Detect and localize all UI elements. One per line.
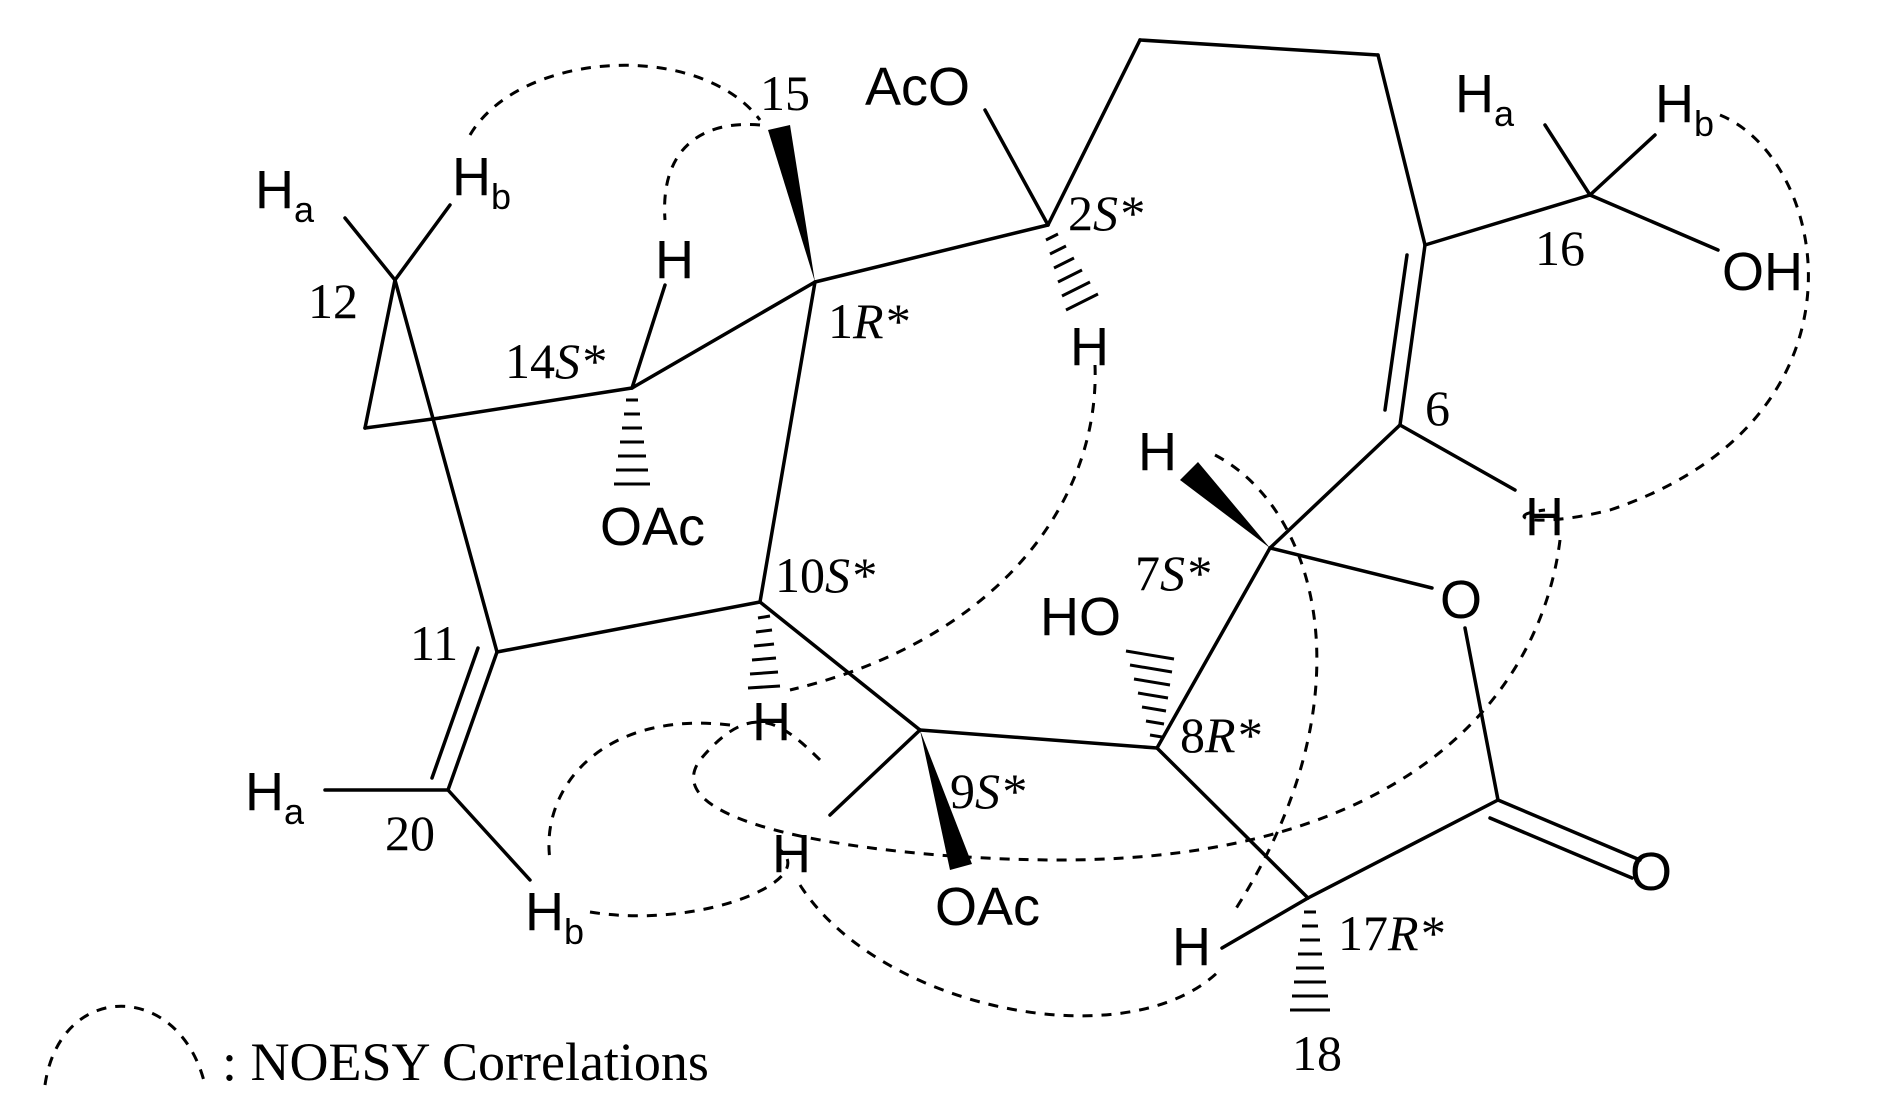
hash-c8-ho	[1125, 649, 1175, 739]
bond-c17-c8	[1155, 746, 1310, 900]
bond-c16-ha	[1543, 123, 1592, 197]
bond-c2-o	[983, 108, 1050, 227]
label-c20: 20	[385, 805, 435, 861]
bond-c3-c4	[1138, 38, 1380, 57]
label-aco-top: AcO	[865, 57, 970, 117]
label-h20b: Hb	[525, 882, 584, 952]
bond-c16-oh	[1588, 193, 1720, 252]
bond-c9-h	[828, 728, 922, 817]
label-o-carbonyl: O	[1630, 842, 1672, 902]
label-c2: 2S*	[1068, 185, 1143, 241]
noe-h2-h10	[789, 364, 1097, 692]
bond-c7-o	[1268, 546, 1434, 590]
label-o-ring: O	[1440, 570, 1482, 630]
bond-c5-c6-double	[1383, 253, 1409, 412]
label-c11: 11	[410, 615, 458, 671]
bond-c20-hb	[446, 788, 532, 882]
label-h10: H	[752, 692, 791, 752]
label-c10: 10S*	[775, 547, 875, 603]
hash-c2-h	[1045, 232, 1099, 312]
wedge-c9-oac	[920, 730, 972, 870]
bond-c17-h	[1220, 896, 1310, 950]
bond-c6-h	[1398, 423, 1517, 492]
label-c6: 6	[1425, 380, 1450, 436]
bond-c14-c1	[630, 280, 817, 390]
label-oac-9: OAc	[935, 877, 1040, 937]
bond-c16-hb	[1588, 133, 1657, 197]
label-c14: 14S*	[505, 333, 605, 389]
bond-c1-c2	[813, 223, 1050, 284]
label-c9: 9S*	[950, 763, 1025, 819]
bond-c12-hb	[393, 203, 452, 282]
hash-c14-oac	[614, 398, 650, 486]
noe-h7-h17	[1214, 453, 1319, 911]
bond-c13-c14	[438, 386, 634, 420]
hash-c10-h	[747, 614, 781, 690]
bond-c11-c20	[446, 650, 499, 792]
hash-c17-c18	[1290, 910, 1330, 1012]
bond-c10-c11	[495, 600, 762, 654]
bond-c7-c8	[1155, 546, 1272, 750]
bond-c19-o-double-b	[1488, 816, 1634, 880]
label-c1: 1R*	[828, 293, 909, 349]
label-h12b: Hb	[452, 147, 511, 217]
label-h16a: Ha	[1455, 64, 1515, 134]
label-c16: 16	[1535, 220, 1585, 276]
wedge-c1-c15	[768, 125, 815, 282]
noe-h12b-h15	[468, 63, 762, 136]
bond-c5-c16	[1423, 193, 1592, 247]
bond-c12-ha	[343, 216, 397, 282]
label-h12a: Ha	[255, 160, 315, 230]
noe-h6-h9	[692, 539, 1562, 862]
label-oac-14: OAc	[600, 497, 705, 557]
label-c18: 18	[1292, 1025, 1342, 1081]
label-c8: 8R*	[1180, 707, 1261, 763]
label-h2: H	[1070, 317, 1109, 377]
wedge-bonds	[768, 125, 1270, 870]
noe-h16b-h6	[1522, 113, 1810, 522]
bond-c10-c1	[758, 280, 817, 604]
bond-c4-c5	[1376, 53, 1427, 247]
atom-labels: AcO 15 Ha Hb 12 H 14S* OAc 1R* 2S* H Ha …	[245, 57, 1803, 1081]
bond-c8-c9	[918, 728, 1159, 750]
noe-h9-h17	[798, 884, 1222, 1018]
label-ho-8: HO	[1040, 587, 1121, 647]
bond-c6-c7	[1268, 423, 1402, 550]
bond-c11-c12	[393, 278, 499, 654]
noe-h10-h20b	[547, 721, 731, 861]
bond-c2-c3	[1046, 38, 1142, 227]
label-c17: 17R*	[1338, 905, 1444, 961]
bond-c14-h	[630, 283, 667, 390]
bond-c11-c20-double	[430, 646, 480, 780]
legend-text: : NOESY Correlations	[222, 1032, 709, 1092]
label-h14: H	[655, 230, 694, 290]
label-h9: H	[772, 824, 811, 884]
label-c7: 7S*	[1135, 545, 1210, 601]
noe-h20b-h9	[589, 848, 790, 918]
label-h16b: Hb	[1655, 74, 1714, 144]
bond-c12-c13	[363, 278, 397, 430]
noe-h15-h14	[663, 122, 761, 221]
legend-arc-icon	[43, 1004, 207, 1086]
bond-c13-c13b	[363, 416, 442, 430]
label-c12: 12	[308, 273, 358, 329]
label-h20a: Ha	[245, 762, 305, 832]
bond-c5-c6	[1398, 243, 1427, 427]
wedge-c7-h	[1180, 462, 1270, 548]
label-oh-16: OH	[1722, 242, 1803, 302]
bond-c19-o-double-a	[1496, 798, 1642, 862]
bond-c9-c10	[758, 600, 922, 732]
label-c15: 15	[760, 65, 810, 121]
hashed-bonds	[614, 232, 1330, 1012]
noesy-correlations	[43, 63, 1810, 1086]
label-h17: H	[1172, 917, 1211, 977]
label-h7: H	[1138, 422, 1177, 482]
label-h6: H	[1525, 487, 1564, 547]
bond-c19-c17	[1306, 798, 1500, 900]
